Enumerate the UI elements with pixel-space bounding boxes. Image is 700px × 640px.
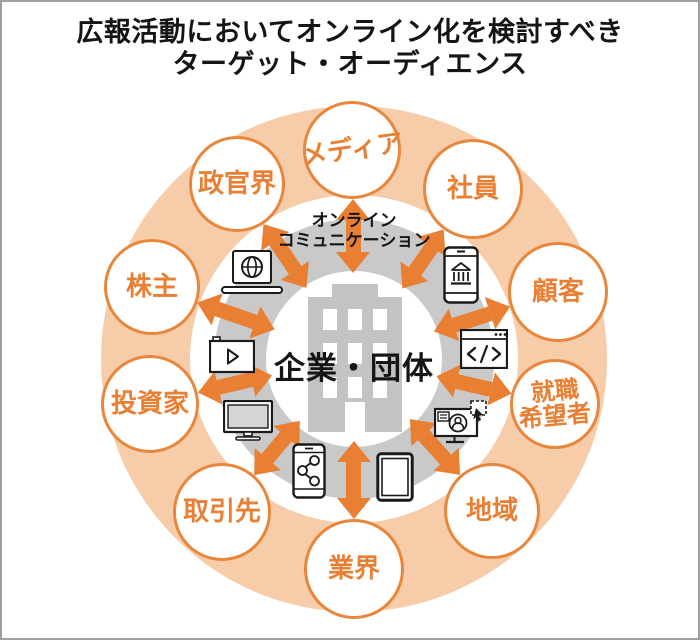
- audience-employees: 社員: [423, 139, 523, 239]
- arrow-industry: [336, 441, 372, 519]
- audience-label: 業界: [327, 553, 380, 584]
- page-title: 広報活動においてオンライン化を検討すべき ターゲット・オーディエンス: [2, 16, 698, 81]
- laptop-web-icon: [221, 250, 283, 294]
- audience-industry: 業界: [304, 519, 404, 619]
- ring-label: オンライン コミュニケーション: [278, 211, 431, 251]
- share-smartphone-icon: [292, 443, 326, 499]
- title-line-2: ターゲット・オーディエンス: [172, 49, 528, 80]
- office-building-icon: [308, 284, 402, 432]
- audience-label: 地域: [465, 495, 518, 526]
- audience-label: 株主: [125, 271, 178, 302]
- code-browser-icon: [460, 329, 508, 369]
- bank-app-smartphone-icon: [443, 246, 479, 304]
- audience-label: 顧客: [531, 276, 584, 307]
- audience-label: 政官界: [197, 168, 276, 199]
- tablet-icon: [376, 452, 414, 502]
- audience-community: 地域: [444, 463, 540, 559]
- video-player-icon: [209, 336, 255, 374]
- audience-job-seekers: 就職 希望者: [510, 359, 600, 449]
- audience-label: 取引先: [182, 496, 261, 527]
- audience-label: 希望者: [517, 399, 593, 434]
- audience-government: 政官界: [189, 136, 285, 232]
- hub-label: 企業・団体: [274, 351, 434, 386]
- ring-label-line-2: コミュニケーション: [277, 231, 431, 251]
- audience-customers: 顧客: [508, 242, 608, 342]
- audience-shareholders: 株主: [104, 239, 200, 335]
- title-line-1: 広報活動においてオンライン化を検討すべき: [76, 17, 624, 47]
- audience-investors: 投資家: [101, 355, 199, 453]
- audience-label: 社員: [446, 173, 499, 204]
- audience-label: メディア: [299, 127, 405, 172]
- desktop-monitor-icon: [223, 400, 273, 441]
- ring-label-line-1: オンライン: [311, 211, 397, 230]
- webinar-screen-icon: [434, 400, 487, 444]
- audience-business-partners: 取引先: [173, 463, 271, 561]
- audience-label: 投資家: [110, 388, 189, 419]
- audience-media: メディア: [299, 101, 405, 199]
